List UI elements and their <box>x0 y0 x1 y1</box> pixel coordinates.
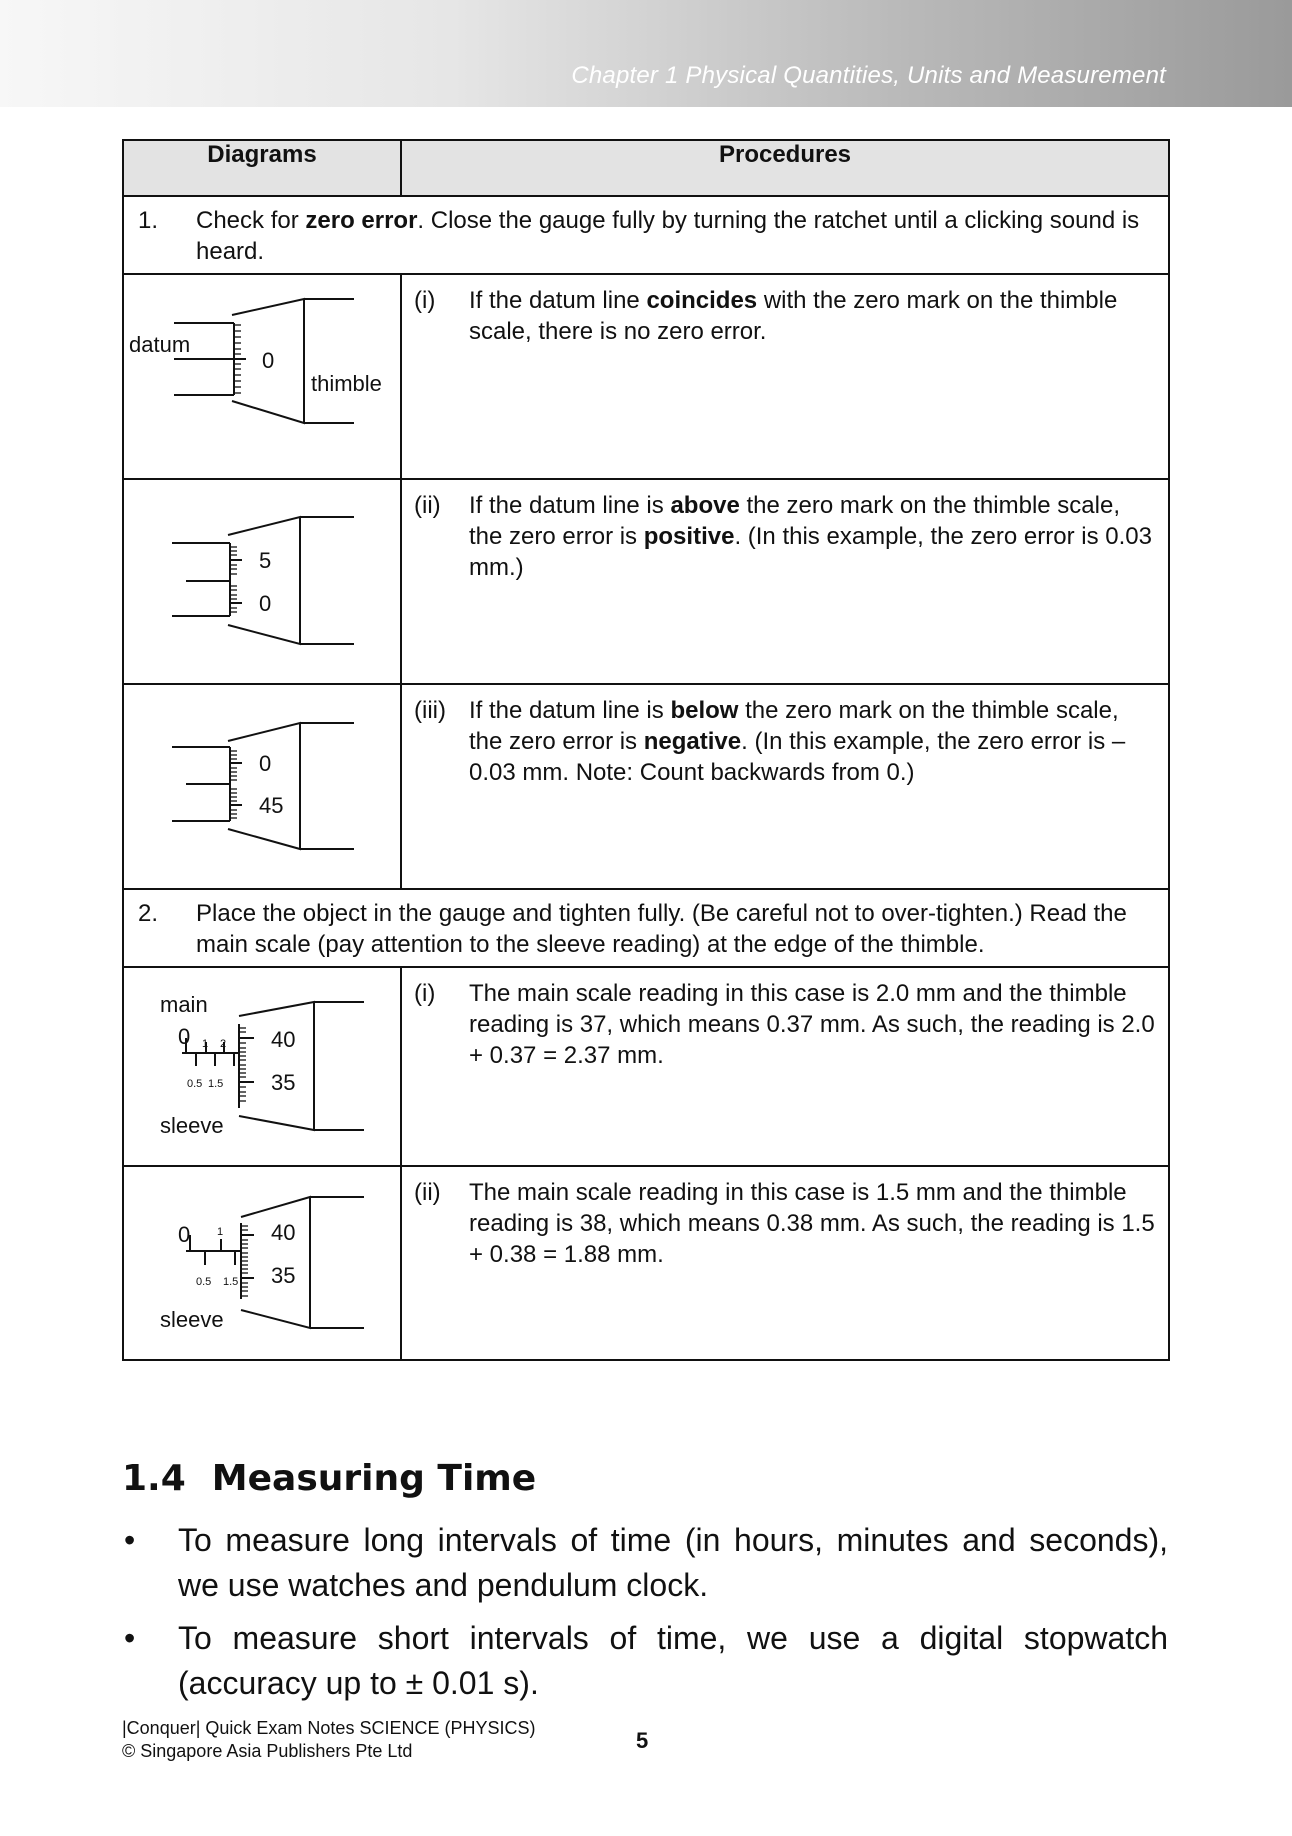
step-number: 1. <box>138 207 159 234</box>
section-title: Measuring Time <box>211 1458 537 1499</box>
micrometer-diagram: datum 0 thimble <box>129 297 382 425</box>
datum-label: datum <box>129 332 190 357</box>
half-tick-label: 0.5 <box>196 1276 211 1288</box>
diagram-no-zero-error: datum 0 thimble <box>122 273 402 480</box>
diagrams-column-header: Diagrams <box>122 139 402 197</box>
scale-forty-five-label: 45 <box>259 793 283 818</box>
thimble-forty-label: 40 <box>271 1027 295 1052</box>
step-text: Check for zero error. Close the gauge fu… <box>196 207 1140 265</box>
scale-five-label: 5 <box>259 548 271 573</box>
footer-copyright: © Singapore Asia Publishers Pte Ltd <box>122 1741 413 1761</box>
bullet-icon: • <box>124 1522 136 1558</box>
step-2-row: 2. Place the object in the gauge and tig… <box>122 888 1170 968</box>
diagram-reading-2-37mm: main 0 1 2 0.5 1.5 40 35 sleeve <box>122 966 402 1167</box>
item-numeral: (iii) <box>414 697 446 724</box>
main-tick-label: 2 <box>220 1038 226 1050</box>
diagram-reading-1-88mm: 0 1 0.5 1.5 40 35 sleeve <box>122 1165 402 1361</box>
main-tick-label: 0 <box>178 1222 190 1247</box>
item-numeral: (i) <box>414 287 436 314</box>
item-numeral: (i) <box>414 980 436 1007</box>
step-number: 2. <box>138 900 159 927</box>
procedure-item: (iii) If the datum line is below the zer… <box>400 683 1170 890</box>
diagram-positive-zero-error: 5 0 <box>122 478 402 685</box>
item-text: If the datum line is below the zero mark… <box>469 697 1126 786</box>
half-tick-label: 1.5 <box>208 1078 223 1090</box>
item-numeral: (ii) <box>414 492 441 519</box>
footer-credits: |Conquer| Quick Exam Notes SCIENCE (PHYS… <box>122 1717 535 1763</box>
item-text: If the datum line coincides with the zer… <box>469 287 1118 345</box>
thimble-thirty-five-label: 35 <box>271 1263 295 1288</box>
bullet-icon: • <box>124 1620 136 1656</box>
sleeve-label: sleeve <box>160 1307 224 1332</box>
header-band: Chapter 1 Physical Quantities, Units and… <box>0 0 1292 107</box>
half-tick-label: 1.5 <box>223 1276 238 1288</box>
footer-book-title: |Conquer| Quick Exam Notes SCIENCE (PHYS… <box>122 1718 536 1738</box>
scale-zero-label: 0 <box>259 591 271 616</box>
micrometer-diagram: 5 0 <box>172 515 354 646</box>
list-item: • To measure short intervals of time, we… <box>122 1616 1168 1706</box>
page-number: 5 <box>636 1728 649 1753</box>
item-text: If the datum line is above the zero mark… <box>469 492 1152 581</box>
main-tick-label: 1 <box>217 1226 223 1238</box>
step-text: Place the object in the gauge and tighte… <box>196 900 1127 958</box>
thimble-label: thimble <box>311 371 382 396</box>
list-item: • To measure long intervals of time (in … <box>122 1518 1168 1608</box>
micrometer-diagram: 0 1 0.5 1.5 40 35 sleeve <box>160 1195 364 1332</box>
item-text: The main scale reading in this case is 2… <box>469 980 1155 1069</box>
scale-zero-label: 0 <box>262 348 274 373</box>
section-heading: 1.4 Measuring Time <box>122 1458 536 1499</box>
thimble-forty-label: 40 <box>271 1220 295 1245</box>
main-label: main <box>160 992 208 1017</box>
half-tick-label: 0.5 <box>187 1078 202 1090</box>
procedure-item: (i) The main scale reading in this case … <box>400 966 1170 1167</box>
scale-zero-label: 0 <box>259 751 271 776</box>
diagram-negative-zero-error: 0 45 <box>122 683 402 890</box>
main-tick-label: 0 <box>178 1024 190 1049</box>
micrometer-diagram: main 0 1 2 0.5 1.5 40 35 sleeve <box>160 992 364 1138</box>
procedures-column-header: Procedures <box>400 139 1170 197</box>
bullet-list: • To measure long intervals of time (in … <box>122 1518 1168 1714</box>
step-1-row: 1. Check for zero error. Close the gauge… <box>122 195 1170 275</box>
micrometer-diagram: 0 45 <box>172 721 354 851</box>
bullet-text: To measure short intervals of time, we u… <box>178 1620 1168 1701</box>
item-numeral: (ii) <box>414 1179 441 1206</box>
section-number: 1.4 <box>122 1458 186 1499</box>
sleeve-label: sleeve <box>160 1113 224 1138</box>
chapter-title: Chapter 1 Physical Quantities, Units and… <box>571 62 1166 89</box>
bullet-text: To measure long intervals of time (in ho… <box>178 1522 1168 1603</box>
procedure-item: (ii) If the datum line is above the zero… <box>400 478 1170 685</box>
procedure-table: Diagrams Procedures 1. Check for zero er… <box>122 139 1170 1361</box>
procedure-item: (ii) The main scale reading in this case… <box>400 1165 1170 1361</box>
procedure-item: (i) If the datum line coincides with the… <box>400 273 1170 480</box>
item-text: The main scale reading in this case is 1… <box>469 1179 1155 1268</box>
main-tick-label: 1 <box>202 1038 208 1050</box>
thimble-thirty-five-label: 35 <box>271 1070 295 1095</box>
